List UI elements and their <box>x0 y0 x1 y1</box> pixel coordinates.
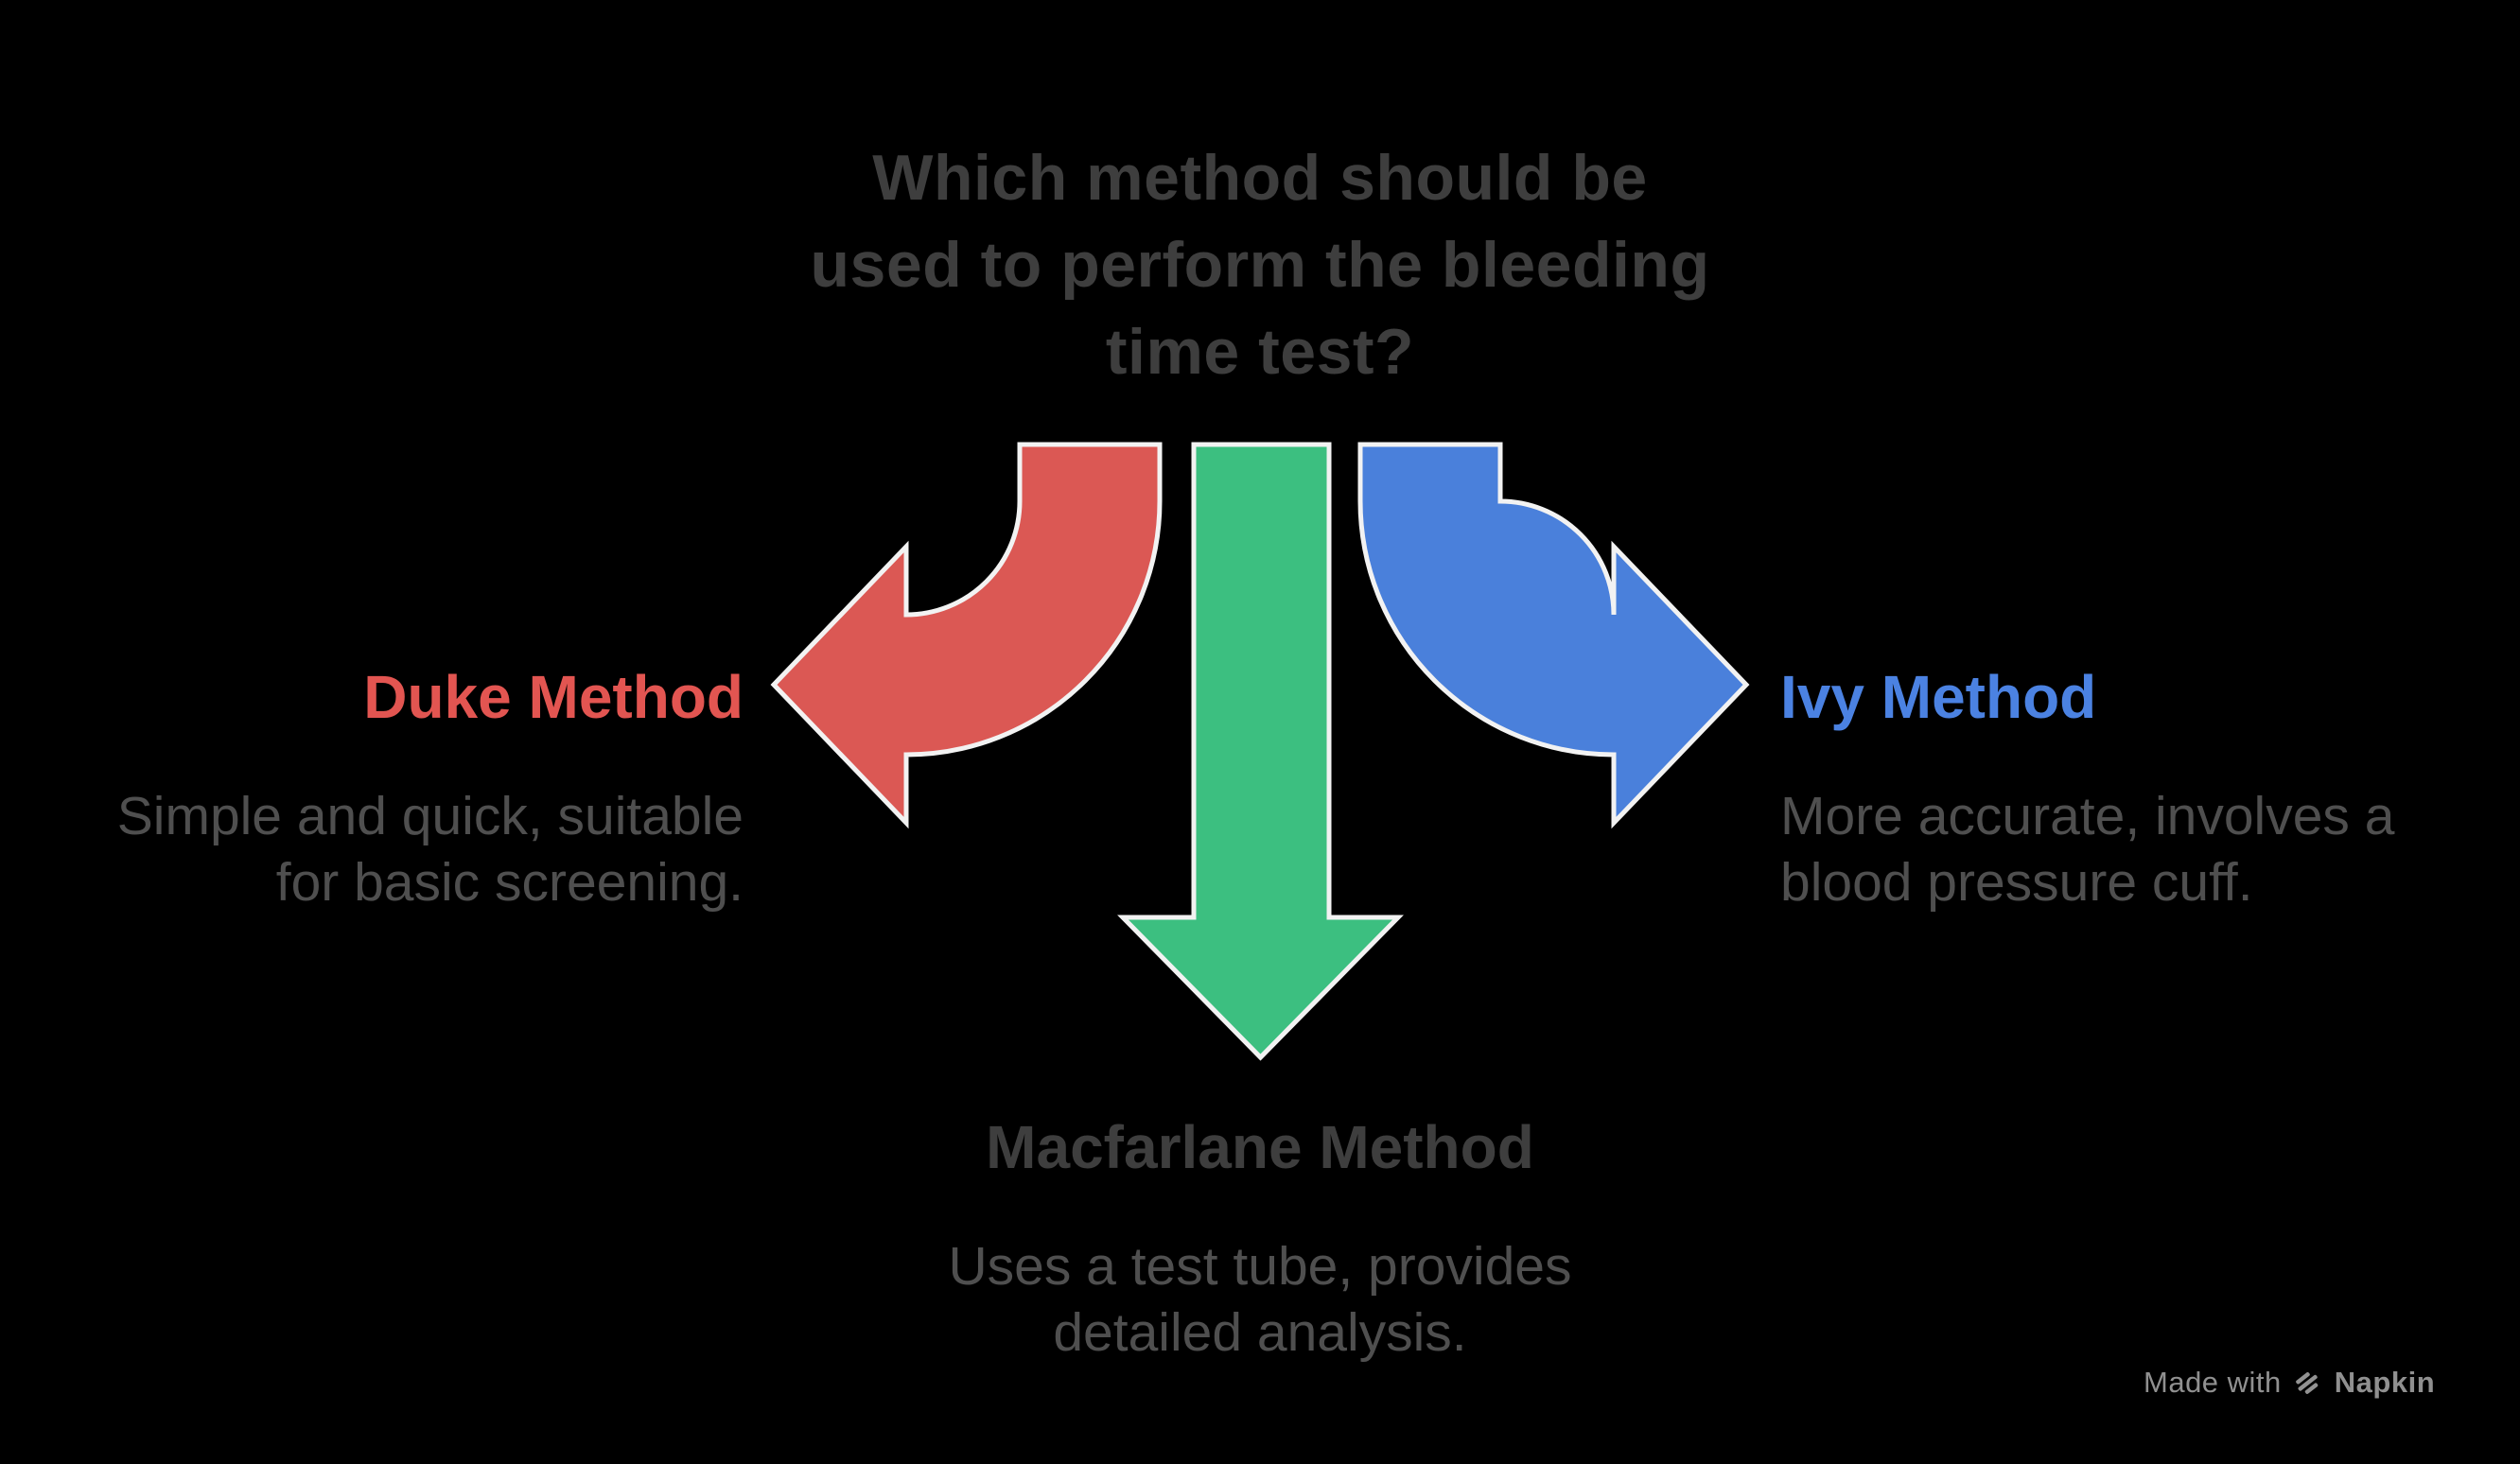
curved-arrow-right-icon <box>1357 442 1750 829</box>
page-title-line-3: time test? <box>1105 316 1415 388</box>
branch-macfarlane-method: Macfarlane Method Uses a test tube, prov… <box>740 1112 1780 1366</box>
branch-duke-description-line-2: for basic screening. <box>275 852 744 913</box>
branch-duke-method: Duke Method Simple and quick, suitable f… <box>57 662 744 915</box>
page-title: Which method should be used to perform t… <box>551 134 1969 395</box>
straight-arrow-down-icon <box>1117 442 1404 1061</box>
branch-macfarlane-description-line-1: Uses a test tube, provides <box>948 1236 1572 1297</box>
branch-macfarlane-label: Macfarlane Method <box>986 1113 1534 1181</box>
page-title-line-1: Which method should be <box>872 142 1648 214</box>
branch-ivy-description-line-2: blood pressure cuff. <box>1780 852 2253 913</box>
branch-duke-label: Duke Method <box>363 663 744 731</box>
branch-macfarlane-description: Uses a test tube, provides detailed anal… <box>740 1233 1780 1366</box>
branch-ivy-description-line-1: More accurate, involves a <box>1780 786 2395 846</box>
branch-duke-description-line-1: Simple and quick, suitable <box>116 786 744 846</box>
branch-duke-description: Simple and quick, suitable for basic scr… <box>57 783 744 915</box>
branch-macfarlane-description-line-2: detailed analysis. <box>1053 1302 1467 1363</box>
made-with-napkin-watermark: Made with Napkin <box>2144 1366 2435 1400</box>
napkin-logo-icon <box>2295 1372 2319 1394</box>
watermark-made-with-text: Made with <box>2144 1366 2282 1399</box>
branch-ivy-label: Ivy Method <box>1780 663 2097 731</box>
curved-arrow-left-icon <box>770 442 1163 829</box>
branch-ivy-description: More accurate, involves a blood pressure… <box>1780 783 2467 915</box>
branch-ivy-method: Ivy Method More accurate, involves a blo… <box>1780 662 2467 915</box>
page-title-line-2: used to perform the bleeding <box>810 229 1710 301</box>
watermark-brand-text: Napkin <box>2334 1366 2436 1399</box>
